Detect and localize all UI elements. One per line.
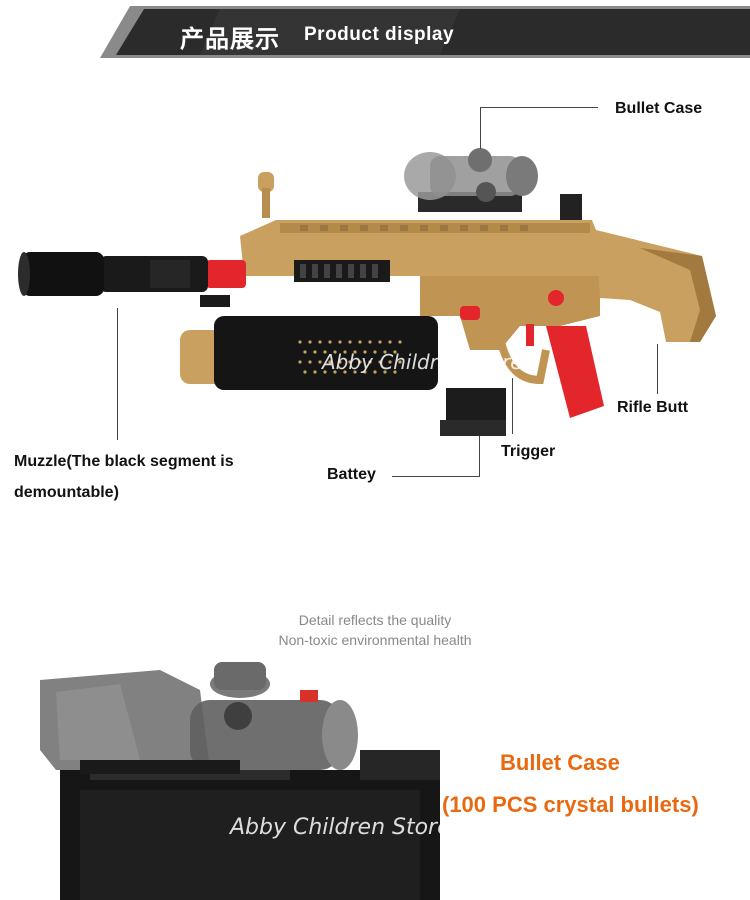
label-muzzle-line1: Muzzle(The black segment is [14,453,234,470]
watermark-top: Abby Children Store [322,350,523,374]
banner-shape [100,6,750,58]
detail-callout-title: Bullet Case [500,750,620,775]
callout-line-muzzle [117,308,118,440]
label-muzzle-line2: demountable) [14,484,119,501]
scope-closeup-illustration [40,662,440,900]
label-battey: Battey [327,466,376,483]
label-trigger: Trigger [501,443,556,460]
callout-line-bullet-case-h [480,107,598,108]
banner-title-en: Product display [304,24,455,45]
detail-callout-subtitle: (100 PCS crystal bullets) [442,792,699,817]
detail-line-2: Non-toxic environmental health [278,632,472,648]
detail-line-1: Detail reflects the quality [298,612,452,628]
watermark-bottom: Abby Children Store [230,815,451,840]
label-rifle-butt: Rifle Butt [617,399,689,416]
header-banner: 产品展示 Product display [100,6,750,58]
toy-gun-illustration [18,148,716,436]
callout-line-trigger [512,378,513,434]
label-bullet-case: Bullet Case [615,100,703,117]
callout-line-battey-v [479,436,480,477]
callout-line-bullet-case-v [480,107,481,149]
callout-line-battey-h [392,476,480,477]
banner-title-zh: 产品展示 [180,25,280,53]
callout-line-rifle-butt [657,344,658,394]
